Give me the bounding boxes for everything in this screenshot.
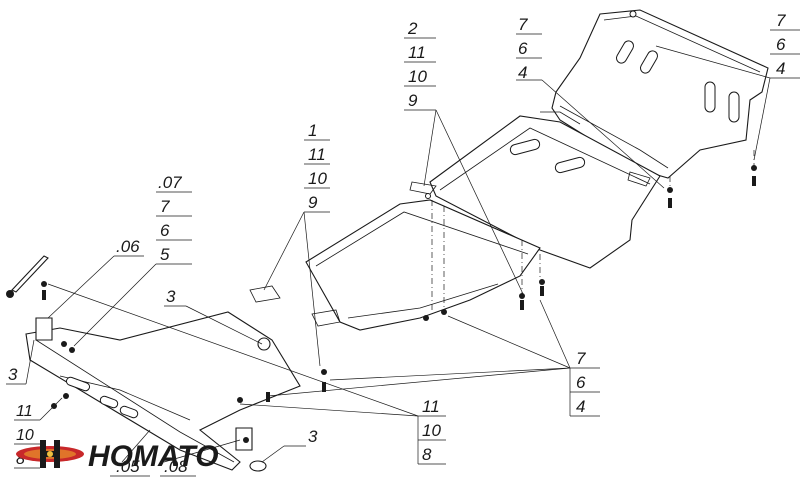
callout-label: 7 [776, 11, 786, 30]
front-skid-plate [25, 311, 301, 472]
callout-label: 2 [407, 19, 418, 38]
callout-bottom-right: 7 6 4 [569, 349, 600, 417]
callout-label: 7 [160, 197, 170, 216]
callout-label: 9 [408, 91, 418, 110]
callout-label-06: .06 [116, 237, 140, 256]
callout-label: 10 [422, 421, 441, 440]
callout-label: 4 [518, 63, 527, 82]
mounting-rod [6, 255, 49, 300]
callout-top-right: 7 6 4 [770, 11, 800, 78]
callout-label: 10 [16, 427, 34, 444]
callout-label: 6 [776, 35, 786, 54]
callout-bottom-left: 11 10 8 [14, 403, 40, 469]
callout-label: 7 [518, 15, 528, 34]
callout-label-05: .05 [116, 457, 140, 476]
callout-label: 6 [576, 373, 586, 392]
callout-label: .07 [158, 173, 182, 192]
callout-bottom-center: 11 10 8 [417, 397, 446, 465]
callout-label-08: .08 [164, 457, 188, 476]
logo-text: HOMATO.RU [88, 440, 218, 473]
callout-label: 4 [776, 59, 785, 78]
leader-lines [6, 45, 800, 463]
homato-logo: HOMATO.RU [16, 440, 218, 473]
callout-left-upper: .07 7 6 5 [156, 173, 192, 264]
callout-top-right-inner: 7 6 4 [516, 15, 542, 82]
callout-label: 6 [518, 39, 528, 58]
callout-label: 11 [16, 403, 33, 420]
logo-emblem-icon [16, 440, 84, 468]
callout-center: 1 11 10 9 [304, 121, 330, 212]
callout-label: 4 [576, 397, 585, 416]
callout-label-3-side: 3 [8, 365, 18, 384]
callout-label: 11 [422, 397, 440, 416]
callout-label: 10 [408, 67, 427, 86]
callout-label: 7 [576, 349, 586, 368]
callout-label-3-bottom: 3 [308, 427, 318, 446]
callout-label: 9 [308, 193, 318, 212]
callout-label: 11 [308, 145, 326, 164]
callout-label: 10 [308, 169, 327, 188]
engine-skid-plate [249, 193, 545, 331]
callout-label: 6 [160, 221, 170, 240]
callout-label: 8 [16, 451, 25, 468]
callout-label: 11 [408, 43, 426, 62]
rear-skid-plate [551, 9, 769, 208]
callout-top-center: 2 11 10 9 [404, 19, 436, 110]
callout-label-3-mid: 3 [166, 287, 176, 306]
callout-label: 1 [308, 121, 317, 140]
callout-label: 5 [160, 245, 170, 264]
transmission-skid-plate [409, 111, 661, 269]
assembly-axes [431, 150, 755, 312]
fasteners [51, 341, 327, 443]
callout-label: 8 [422, 445, 432, 464]
